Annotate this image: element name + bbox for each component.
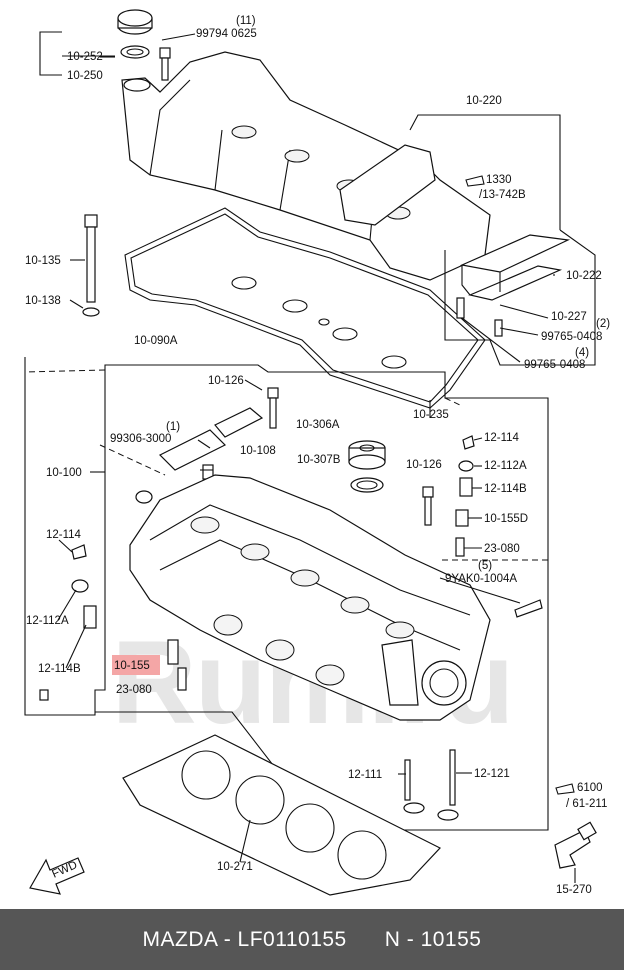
label-10-126-a: 10-126 bbox=[208, 375, 244, 387]
label-10-138: 10-138 bbox=[25, 295, 61, 307]
label-10-155: 10-155 bbox=[114, 660, 150, 672]
plug-10-306a bbox=[348, 440, 386, 493]
label-12-112a-b: 12-112A bbox=[26, 615, 69, 627]
footer-ref-number: N - 10155 bbox=[384, 928, 482, 951]
label-10-126-b: 10-126 bbox=[406, 459, 442, 471]
label-6100: 6100 bbox=[577, 782, 603, 794]
reference-hand-icon bbox=[465, 175, 575, 795]
label-5: (5) bbox=[478, 560, 492, 572]
head-bolts-10-126 bbox=[267, 387, 434, 526]
label-12-121: 12-121 bbox=[474, 768, 510, 780]
label-12-114b-a: 12-114B bbox=[484, 483, 527, 495]
label-10-250: 10-250 bbox=[67, 70, 103, 82]
callout-labels: (11) 99794 0625 10-252 10-250 10-220 133… bbox=[25, 15, 610, 896]
label-10-155d: 10-155D bbox=[484, 513, 528, 525]
label-12-114-a: 12-114 bbox=[484, 432, 520, 444]
footer-part-number: LF0110155 bbox=[237, 928, 347, 951]
bolt-99794 bbox=[159, 47, 171, 81]
label-10-222: 10-222 bbox=[566, 270, 602, 282]
label-10-220: 10-220 bbox=[466, 95, 502, 107]
oil-filler-cap bbox=[117, 9, 153, 59]
bracket-group-frame bbox=[444, 229, 596, 366]
label-99765-0408-a: 99765-0408 bbox=[541, 331, 602, 343]
spark-plug-seals bbox=[231, 276, 407, 369]
footer-brand: MAZDA bbox=[142, 928, 218, 951]
label-2: (2) bbox=[596, 318, 610, 330]
label-9yak0-1004a: 9YAK0-1004A bbox=[445, 573, 517, 585]
valves bbox=[403, 749, 459, 821]
highlight-10-155 bbox=[112, 655, 160, 675]
footer-gap bbox=[347, 928, 385, 951]
part-number-footer: MAZDA - LF0110155 N - 10155 bbox=[0, 909, 624, 970]
label-10-307b: 10-307B bbox=[297, 454, 341, 466]
camshaft-caps bbox=[135, 407, 264, 504]
head-bolt-10-135 bbox=[82, 214, 100, 317]
label-12-111: 12-111 bbox=[348, 769, 382, 781]
label-12-112a-a: 12-112A bbox=[484, 460, 527, 472]
label-10-227: 10-227 bbox=[551, 311, 587, 323]
forward-arrow-icon: FWD bbox=[29, 857, 85, 895]
cylinder-head bbox=[129, 474, 491, 721]
valve-spring-parts-left bbox=[39, 544, 187, 701]
label-10-235: 10-235 bbox=[413, 409, 449, 421]
label-99306-3000: 99306-3000 bbox=[110, 433, 171, 445]
footer-sep-1: - bbox=[217, 928, 238, 951]
valve-spring-parts-right bbox=[455, 435, 543, 618]
label-4: (4) bbox=[575, 347, 589, 359]
label-99765-0408-b: 99765-0408 bbox=[524, 359, 585, 371]
label-99794-0625: 99794 0625 bbox=[196, 28, 257, 40]
label-12-114b-b: 12-114B bbox=[38, 663, 81, 675]
valve-cover bbox=[121, 51, 491, 281]
label-10-252: 10-252 bbox=[67, 51, 103, 63]
label-10-135: 10-135 bbox=[25, 255, 61, 267]
label-10-100: 10-100 bbox=[46, 467, 82, 479]
label-10-271: 10-271 bbox=[217, 861, 253, 873]
leader-lines bbox=[39, 31, 576, 883]
label-11: (11) bbox=[236, 15, 256, 27]
label-10-090a: 10-090A bbox=[134, 335, 178, 347]
label-15-270: 15-270 bbox=[556, 884, 592, 896]
label-13-742b: /13-742B bbox=[479, 189, 526, 201]
label-10-108: 10-108 bbox=[240, 445, 276, 457]
label-10-306a: 10-306A bbox=[296, 419, 340, 431]
label-61-211: / 61-211 bbox=[566, 798, 607, 810]
label-23-080-b: 23-080 bbox=[116, 684, 152, 696]
label-12-114-b: 12-114 bbox=[46, 529, 82, 541]
label-1: (1) bbox=[166, 421, 180, 433]
coolant-fitting-15-270 bbox=[554, 821, 597, 869]
label-23-080-a: 23-080 bbox=[484, 543, 520, 555]
label-1330: 1330 bbox=[486, 174, 512, 186]
head-gasket bbox=[122, 734, 441, 896]
